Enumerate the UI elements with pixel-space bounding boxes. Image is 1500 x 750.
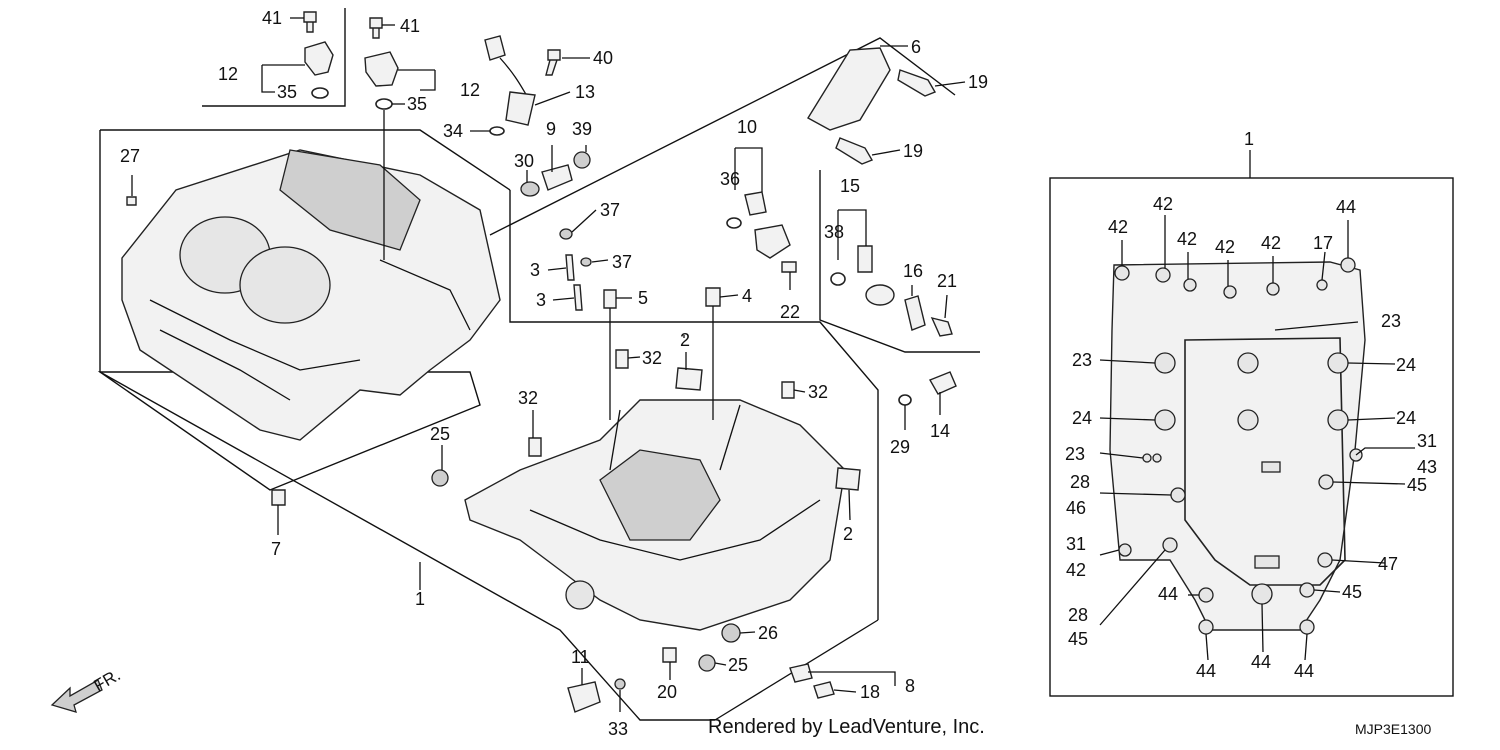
callout-42: 42 <box>1066 560 1086 580</box>
callout-24: 24 <box>1396 355 1416 375</box>
callout-45: 45 <box>1342 582 1362 602</box>
callout-16: 16 <box>903 261 923 281</box>
callout-2: 2 <box>680 330 690 350</box>
callout-26: 26 <box>758 623 778 643</box>
upper-left-inset-box <box>202 8 346 107</box>
callout-3: 3 <box>530 260 540 280</box>
crankcase-bottom-detail <box>1109 257 1366 635</box>
render-credit: Rendered by LeadVenture, Inc. <box>708 716 985 738</box>
callout-35: 35 <box>277 82 297 102</box>
callout-47: 47 <box>1378 554 1398 574</box>
callout-42: 42 <box>1177 229 1197 249</box>
callout-44: 44 <box>1336 197 1356 217</box>
callout-23: 23 <box>1065 444 1085 464</box>
callout-31: 31 <box>1066 534 1086 554</box>
callout-44: 44 <box>1294 661 1314 681</box>
callout-11: 11 <box>571 647 590 667</box>
callout-44: 44 <box>1251 652 1271 672</box>
callout-1: 1 <box>415 589 425 609</box>
right-detail-box <box>1049 177 1454 697</box>
callout-32: 32 <box>642 348 662 368</box>
callout-31: 31 <box>1417 431 1437 451</box>
callout-12: 12 <box>218 64 238 84</box>
callout-28: 28 <box>1068 605 1088 625</box>
diagram-code: MJP3E1300 <box>1355 721 1431 737</box>
callout-25: 25 <box>728 655 748 675</box>
callout-19: 19 <box>903 141 923 161</box>
callout-4: 4 <box>742 286 752 306</box>
callout-30: 30 <box>514 151 534 171</box>
callout-40: 40 <box>593 48 613 68</box>
callout-33: 33 <box>608 719 628 739</box>
callout-42: 42 <box>1153 194 1173 214</box>
callout-37: 37 <box>612 252 632 272</box>
callout-6: 6 <box>911 37 921 57</box>
callout-14: 14 <box>930 421 950 441</box>
callout-42: 42 <box>1108 217 1128 237</box>
callout-35: 35 <box>407 94 427 114</box>
front-direction-arrow: FR. <box>50 665 124 713</box>
callout-42: 42 <box>1215 237 1235 257</box>
callout-15: 15 <box>840 176 860 196</box>
lower-crankcase <box>464 399 846 631</box>
callout-labels: 41 12 35 41 12 35 40 13 34 9 39 30 27 6 … <box>120 8 1437 739</box>
callout-22: 22 <box>780 302 800 322</box>
callout-44: 44 <box>1158 584 1178 604</box>
callout-21: 21 <box>937 271 957 291</box>
cylinder-bore-right <box>239 246 331 324</box>
callout-32: 32 <box>808 382 828 402</box>
callout-23: 23 <box>1381 311 1401 331</box>
callout-13: 13 <box>575 82 595 102</box>
callout-46: 46 <box>1066 498 1086 518</box>
callout-45: 45 <box>1068 629 1088 649</box>
callout-8: 8 <box>905 676 915 696</box>
callout-27: 27 <box>120 146 140 166</box>
callout-34: 34 <box>443 121 463 141</box>
callout-2: 2 <box>843 524 853 544</box>
callout-28: 28 <box>1070 472 1090 492</box>
leader-lines <box>131 17 1415 712</box>
callout-12: 12 <box>460 80 480 100</box>
callout-17: 17 <box>1313 233 1333 253</box>
callout-42: 42 <box>1261 233 1281 253</box>
callout-43: 43 <box>1417 457 1437 477</box>
callout-24: 24 <box>1072 408 1092 428</box>
callout-23: 23 <box>1072 350 1092 370</box>
callout-32: 32 <box>518 388 538 408</box>
callout-41: 41 <box>400 16 420 36</box>
callout-45: 45 <box>1407 475 1427 495</box>
callout-3: 3 <box>536 290 546 310</box>
callout-10: 10 <box>737 117 757 137</box>
callout-44: 44 <box>1196 661 1216 681</box>
callout-41: 41 <box>262 8 282 28</box>
parts-small <box>126 11 957 713</box>
callout-5: 5 <box>638 288 648 308</box>
upper-crankcase <box>121 149 501 441</box>
callout-37: 37 <box>600 200 620 220</box>
callout-38: 38 <box>824 222 844 242</box>
callout-24: 24 <box>1396 408 1416 428</box>
callout-9: 9 <box>546 119 556 139</box>
callout-25: 25 <box>430 424 450 444</box>
lower-crankcase-frame <box>489 37 980 353</box>
callout-18: 18 <box>860 682 880 702</box>
callout-29: 29 <box>890 437 910 457</box>
callout-1: 1 <box>1244 129 1254 149</box>
callout-20: 20 <box>657 682 677 702</box>
callout-36: 36 <box>720 169 740 189</box>
callout-7: 7 <box>271 539 281 559</box>
callout-19: 19 <box>968 72 988 92</box>
callout-39: 39 <box>572 119 592 139</box>
